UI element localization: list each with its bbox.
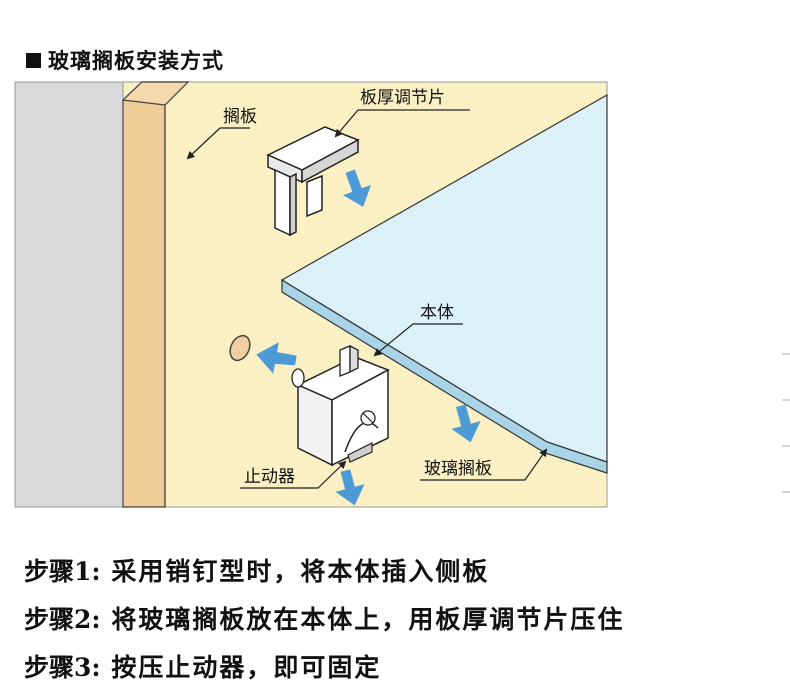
installation-diagram: 搁板 板厚调节片 本体 止动器 玻璃搁板 (14, 81, 790, 508)
adjuster-callout-line (334, 109, 470, 138)
body-callout-line (373, 323, 463, 357)
step-2-text: 将玻璃搁板放在本体上，用板厚调节片压住 (111, 605, 625, 634)
step-1: 步骤1: 采用销钉型时，将本体插入侧板 (24, 548, 784, 596)
step-3: 步骤3: 按压止动器，即可固定 (24, 644, 784, 692)
step-3-text: 按压止动器，即可固定 (111, 653, 382, 682)
pin-hole (229, 334, 251, 362)
stopper-callout-line (240, 460, 347, 489)
label-shelf: 搁板 (223, 107, 257, 127)
label-stopper: 止动器 (244, 467, 295, 487)
shelf-callout-line (186, 127, 250, 160)
section-title: 玻璃搁板安装方式 (26, 44, 224, 76)
bracket-body-shape (291, 344, 390, 467)
black-square-icon (26, 52, 41, 68)
wood-panel-top (121, 81, 190, 106)
side-wall (14, 81, 124, 508)
step-1-label: 步骤1: (24, 557, 101, 586)
thickness-adjuster-shape (266, 126, 360, 237)
steps-list: 步骤1: 采用销钉型时，将本体插入侧板 步骤2: 将玻璃搁板放在本体上，用板厚调… (24, 548, 784, 692)
label-glass-shelf: 玻璃搁板 (424, 459, 492, 479)
step-2-label: 步骤2: (24, 605, 101, 634)
step-2: 步骤2: 将玻璃搁板放在本体上，用板厚调节片压住 (24, 596, 784, 644)
glass-callout-line (420, 448, 548, 481)
label-thickness-adjuster: 板厚调节片 (360, 88, 445, 108)
blue-arrow-icon (256, 169, 481, 506)
step-3-label: 步骤3: (24, 653, 101, 682)
label-body: 本体 (420, 303, 454, 323)
title-text: 玻璃搁板安装方式 (48, 49, 224, 73)
glass-shelf-edge (281, 278, 608, 474)
margin-ticks (782, 353, 790, 493)
step-1-text: 采用销钉型时，将本体插入侧板 (111, 557, 490, 586)
